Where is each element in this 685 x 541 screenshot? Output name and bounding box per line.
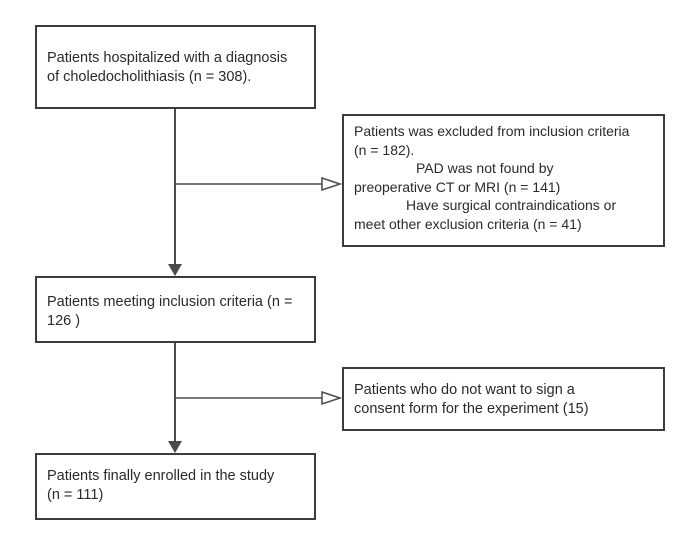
enrolled-line-1: Patients finally enrolled in the study [47, 468, 275, 484]
excluded-line-4: preoperative CT or MRI (n = 141) [354, 178, 561, 195]
inclusion-line-1: Patients meeting inclusion criteria (n = [47, 294, 293, 310]
arrowhead-to-inclusion [168, 264, 182, 276]
inclusion-line-2: 126 ) [47, 313, 81, 329]
excluded-line-5: Have surgical contraindications or [406, 197, 617, 213]
screening-box: Patients hospitalized with a diagnosis o… [35, 25, 316, 109]
arrowhead-to-excluded [321, 176, 343, 192]
screening-line-1: Patients hospitalized with a diagnosis [47, 50, 288, 66]
enrolled-line-2: (n = 111) [47, 487, 104, 503]
enrolled-box: Patients finally enrolled in the study (… [35, 453, 316, 520]
arrowhead-to-declined [321, 390, 343, 406]
excluded-box: Patients was excluded from inclusion cri… [342, 114, 665, 247]
declined-line-2: consent form for the experiment (15) [354, 401, 589, 417]
inclusion-box: Patients meeting inclusion criteria (n =… [35, 276, 316, 343]
excluded-line-6: meet other exclusion criteria (n = 41) [354, 215, 582, 232]
excluded-line-1: Patients was excluded from inclusion cri… [354, 123, 630, 139]
excluded-line-2: (n = 182). [354, 141, 415, 158]
arrowhead-to-enrolled [168, 441, 182, 453]
screening-line-2: of choledocholithiasis (n = 308). [47, 69, 252, 85]
declined-line-1: Patients who do not want to sign a [354, 382, 575, 398]
excluded-line-3: PAD was not found by [416, 160, 554, 176]
declined-box: Patients who do not want to sign a conse… [342, 367, 665, 431]
